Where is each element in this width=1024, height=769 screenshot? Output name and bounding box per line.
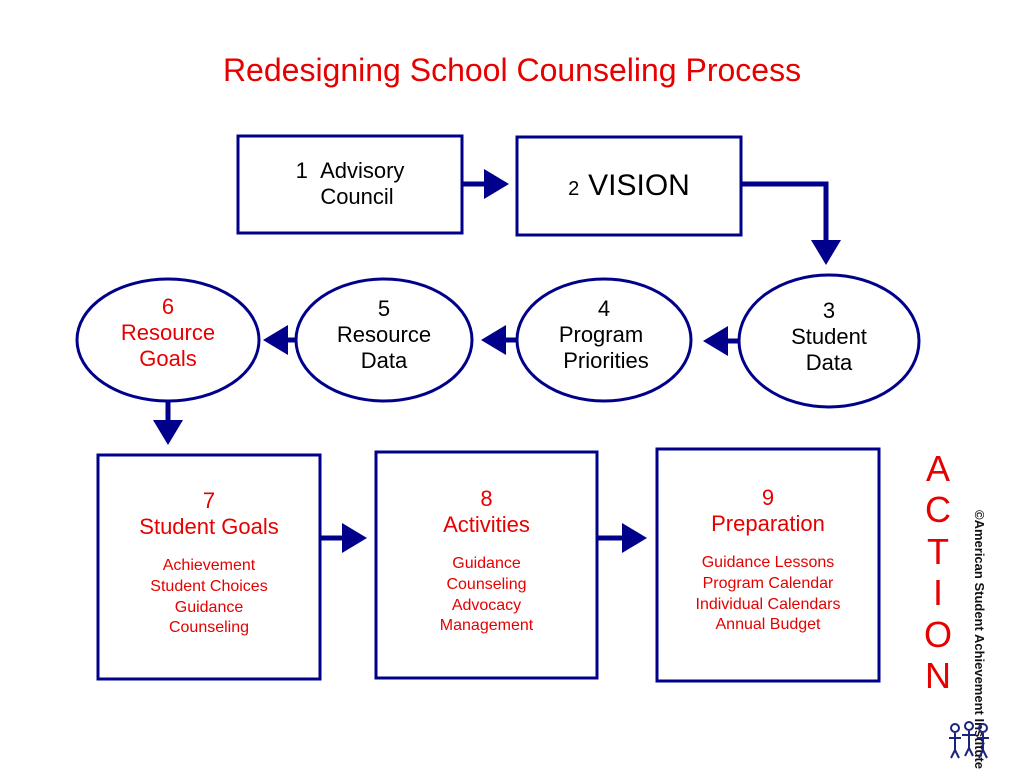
node-label: Advisory	[320, 158, 405, 183]
institute-logo-icon	[949, 721, 989, 759]
node-label: Resource	[120, 319, 216, 345]
node-label-line2: Goals	[139, 345, 197, 371]
node-number: 8	[480, 486, 493, 511]
node-student-data: 3 Student Data	[739, 298, 919, 376]
node-label: Activities	[443, 511, 530, 537]
action-letter: C	[925, 489, 951, 531]
node-vision: 2 VISION	[517, 168, 741, 203]
node-label: Student Goals	[139, 513, 279, 539]
node-number: 1	[295, 158, 308, 183]
list-item: Counseling	[168, 619, 250, 637]
node-number: 3	[822, 298, 836, 323]
node-activities: 8 Activities Guidance Counseling Advocac…	[376, 486, 597, 637]
node-label: Student	[791, 323, 867, 349]
node-number: 4	[597, 296, 611, 321]
box-vision	[515, 135, 743, 237]
list-item: Guidance	[452, 554, 521, 572]
action-label: A C T I O N	[908, 448, 968, 696]
node-label: Resource	[336, 321, 432, 347]
action-letter: I	[932, 572, 943, 614]
node-number: 7	[202, 488, 216, 513]
list-item: Student Choices	[150, 577, 268, 595]
list-item: Annual Budget	[715, 616, 821, 634]
list-item: Advocacy	[451, 596, 522, 614]
node-label: VISION	[588, 169, 690, 202]
node-label-line2: Data	[360, 347, 408, 373]
node-number: 9	[761, 485, 775, 510]
list-item: Program Calendar	[702, 574, 834, 592]
node-student-goals: 7 Student Goals Achievement Student Choi…	[98, 488, 320, 639]
action-letter: O	[923, 613, 952, 655]
node-resource-data: 5 Resource Data	[296, 296, 472, 374]
node-items: Achievement Student Choices Guidance Cou…	[98, 556, 320, 639]
node-program-priorities: 4 Program Priorities	[517, 296, 691, 374]
box-advisory-council	[236, 134, 464, 235]
list-item: Individual Calendars	[695, 595, 841, 613]
node-number: 6	[161, 294, 175, 319]
action-letter: N	[925, 654, 951, 696]
box-activities	[374, 450, 599, 680]
node-preparation: 9 Preparation Guidance Lessons Program C…	[657, 485, 879, 636]
box-preparation	[655, 447, 881, 683]
list-item: Management	[439, 617, 534, 635]
arrow-2-to-3	[741, 181, 841, 265]
node-number: 2	[568, 178, 580, 200]
list-item: Guidance Lessons	[701, 553, 835, 571]
node-label-line2: Council	[320, 183, 394, 209]
list-item: Guidance	[174, 598, 244, 616]
page-title: Redesigning School Counseling Process	[222, 52, 802, 88]
node-number: 5	[377, 296, 391, 321]
node-resource-goals: 6 Resource Goals	[77, 294, 259, 372]
ellipse-program-priorities	[515, 277, 693, 403]
node-items: Guidance Lessons Program Calendar Indivi…	[657, 553, 879, 636]
box-student-goals	[96, 453, 322, 681]
node-label-line2: Priorities	[563, 347, 649, 373]
action-letter: A	[925, 448, 950, 489]
node-label-line2: Data	[805, 349, 853, 375]
node-label: Program	[558, 321, 644, 347]
list-item: Achievement	[162, 556, 256, 574]
node-advisory-council: 1 Advisory Council	[238, 158, 462, 210]
node-items: Guidance Counseling Advocacy Management	[376, 554, 597, 637]
node-label: Preparation	[711, 510, 825, 536]
action-letter: T	[927, 530, 949, 572]
list-item: Counseling	[446, 575, 527, 593]
copyright-credit: ©American Student Achievement Institute	[972, 510, 987, 769]
